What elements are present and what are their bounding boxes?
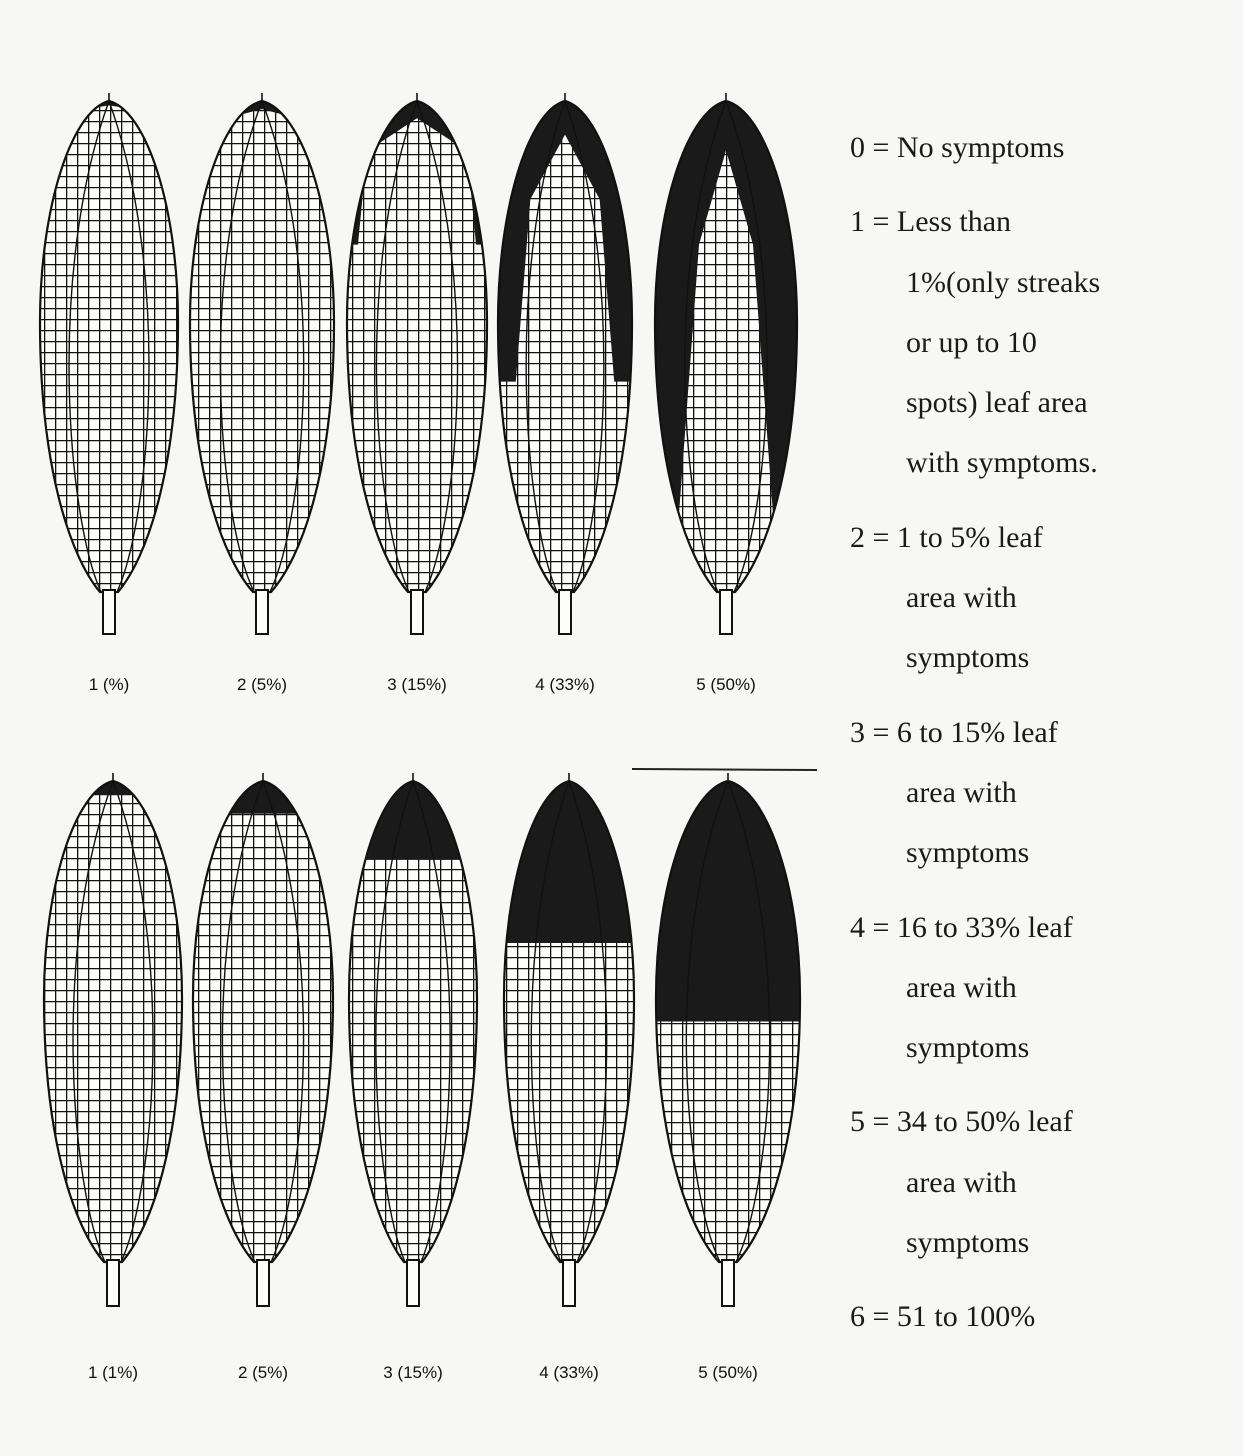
legend-entry-continuation: area with [850, 958, 1240, 1018]
leaf-diagram: 4 (33%) [494, 93, 636, 694]
leaf-severity-caption: 2 (5%) [237, 675, 287, 694]
leaf-stem [103, 590, 115, 634]
diseased-area [189, 779, 337, 814]
legend-entry-label: 0 = No symptoms [850, 118, 1240, 178]
leaf-diagram: 2 (5%) [186, 93, 338, 694]
leaf-diagram: 3 (15%) [345, 773, 481, 1382]
leaf-stem [720, 590, 732, 634]
legend-entry-continuation: or up to 10 [850, 313, 1240, 373]
legend-entry-continuation: 1%(only streaks [850, 253, 1240, 313]
leaf-stem [559, 590, 571, 634]
leaf-diagram: 5 (50%) [652, 773, 804, 1382]
leaf-severity-caption: 5 (50%) [696, 675, 756, 694]
legend-entry-continuation: with symptoms. [850, 433, 1240, 493]
leaf-diagram: 1 (1%) [40, 773, 186, 1382]
leaf-severity-caption: 3 (15%) [383, 1363, 443, 1382]
legend-entry-continuation: symptoms [850, 823, 1240, 883]
separator-line [632, 769, 817, 770]
bottom-row-leaves: 1 (1%) 2 (5%) 3 (15%) 4 (33%) 5 (50%) [40, 773, 804, 1382]
legend-entry-label: 1 = Less than [850, 192, 1240, 252]
leaf-severity-caption: 4 (33%) [539, 1363, 599, 1382]
legend-entry-continuation: area with [850, 1153, 1240, 1213]
leaf-diagram: 5 (50%) [651, 93, 801, 694]
leaf-stem [722, 1260, 734, 1306]
legend-entry-continuation: symptoms [850, 1018, 1240, 1078]
legend-entry-continuation: area with [850, 763, 1240, 823]
leaf-diagram: 3 (15%) [343, 93, 491, 694]
leaf-diagram: 4 (33%) [500, 773, 638, 1382]
leaf-stem [257, 1260, 269, 1306]
leaf-stem [407, 1260, 419, 1306]
leaf-severity-caption: 5 (50%) [698, 1363, 758, 1382]
legend-entry-label: 2 = 1 to 5% leaf [850, 508, 1240, 568]
diseased-area [652, 779, 804, 1022]
leaf-severity-caption: 1 (%) [89, 675, 130, 694]
leaf-stem [563, 1260, 575, 1306]
leaf-severity-caption: 3 (15%) [387, 675, 447, 694]
top-row-leaves: 1 (%) 2 (5%) 3 (15%) 4 (33%) 5 (50%) [36, 93, 801, 694]
leaf-diagram: 2 (5%) [189, 773, 337, 1382]
legend-entry-label: 3 = 6 to 15% leaf [850, 703, 1240, 763]
leaf-severity-caption: 2 (5%) [238, 1363, 288, 1382]
legend-entry-continuation: symptoms [850, 628, 1240, 688]
legend-entry-continuation: symptoms [850, 1213, 1240, 1273]
legend-entry-label: 4 = 16 to 33% leaf [850, 898, 1240, 958]
legend-entry-label: 5 = 34 to 50% leaf [850, 1092, 1240, 1152]
leaf-stem [411, 590, 423, 634]
leaf-severity-caption: 4 (33%) [535, 675, 595, 694]
legend-entry-continuation: spots) leaf area [850, 373, 1240, 433]
leaf-diagram: 1 (%) [36, 93, 182, 694]
leaf-severity-caption: 1 (1%) [88, 1363, 138, 1382]
legend-entry-continuation: area with [850, 568, 1240, 628]
legend-entry-label: 6 = 51 to 100% [850, 1287, 1240, 1347]
leaf-stem [256, 590, 268, 634]
leaf-stem [107, 1260, 119, 1306]
diseased-area [345, 779, 481, 860]
